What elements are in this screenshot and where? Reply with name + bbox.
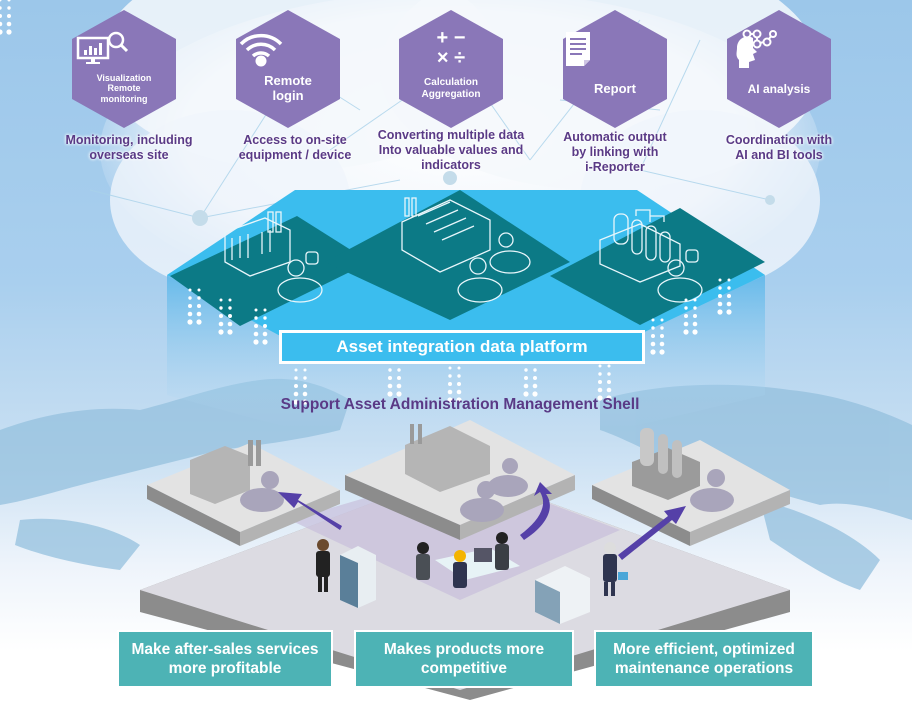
benefit-line: Make after-sales services (131, 641, 319, 658)
caption-line: Coordination with (725, 133, 833, 147)
benefit-box-maintenance: More efficient, optimized maintenance op… (594, 630, 814, 688)
feature-caption: Coordination with AI and BI tools (689, 133, 869, 163)
caption-line: Monitoring, including (65, 133, 193, 147)
feature-label-line: Aggregation (421, 88, 481, 100)
benefit-line: Makes products more (383, 641, 545, 658)
feature-caption: Automatic output by linking with i-Repor… (525, 130, 705, 175)
divide-symbol: ÷ (454, 47, 466, 69)
meeting-team-figures (416, 532, 520, 588)
benefit-line: competitive (420, 660, 508, 677)
caption-line: Into valuable values and (378, 143, 524, 157)
benefit-box-competitive: Makes products more competitive (354, 630, 574, 688)
feature-label-line: monitoring (100, 93, 148, 104)
shell-label: Support Asset Administration Management … (280, 396, 640, 413)
engineer-figure (603, 542, 628, 596)
math-operators-icon: + − × ÷ (399, 28, 503, 68)
caption-line: indicators (421, 158, 481, 172)
benefit-box-after-sales: Make after-sales services more profitabl… (117, 630, 333, 688)
network-node (765, 195, 775, 205)
field-site-chemical-plant (592, 428, 790, 546)
people-and-buildings (316, 532, 628, 624)
caption-line: overseas site (89, 148, 169, 162)
chemical-plant-outline-icon (599, 209, 703, 303)
feature-label-line: Calculation (424, 77, 478, 88)
feature-label-line: Report (594, 81, 636, 96)
office-building (340, 546, 376, 608)
plus-symbol: + (436, 27, 449, 49)
feature-visualization[interactable]: Visualization Remote monitoring (72, 10, 176, 128)
caption-line: AI and BI tools (735, 148, 823, 162)
factory-building (535, 566, 590, 624)
arrow-icon (278, 482, 686, 560)
factory-outline-icon (224, 211, 323, 303)
benefit-line: maintenance operations (614, 660, 794, 677)
feature-caption: Monitoring, including overseas site (39, 133, 219, 163)
feature-label-line: Remote (107, 83, 141, 94)
feature-label-line: AI analysis (747, 82, 811, 96)
data-stream-dots (0, 0, 732, 405)
feature-caption: Converting multiple data Into valuable v… (361, 128, 541, 173)
caption-line: equipment / device (238, 148, 352, 162)
caption-line: Access to on-site (243, 133, 347, 147)
feature-label-line: Remote (264, 73, 312, 88)
times-symbol: × (436, 47, 449, 69)
platform-label: Asset integration data platform (279, 330, 645, 364)
platform-site-tile (325, 190, 570, 320)
platform-site-tile (550, 208, 765, 325)
benefit-line: More efficient, optimized (613, 641, 795, 658)
feature-label-line: login (272, 87, 304, 103)
caption-line: i-Reporter (585, 160, 645, 174)
benefit-line: more profitable (168, 660, 282, 677)
feature-report[interactable]: Report (563, 10, 667, 128)
feature-label-line: Visualization (96, 73, 152, 83)
feature-ai-analysis[interactable]: AI analysis (727, 10, 831, 128)
minus-symbol: − (453, 27, 466, 49)
platform-site-tile (170, 216, 370, 326)
feature-remote-login[interactable]: Remote login (236, 10, 340, 128)
caption-line: Automatic output (563, 130, 667, 144)
feature-caption: Access to on-site equipment / device (205, 133, 385, 163)
field-site-plant (345, 420, 575, 540)
network-node (192, 210, 208, 226)
caption-line: Converting multiple data (377, 128, 525, 142)
network-node (443, 171, 457, 185)
feature-calculation[interactable]: + − × ÷ Calculation Aggregation (399, 10, 503, 128)
caption-line: by linking with (571, 145, 659, 159)
businessman-figure (316, 539, 330, 592)
plant-outline-icon (401, 197, 531, 303)
field-site-factory (147, 440, 340, 546)
